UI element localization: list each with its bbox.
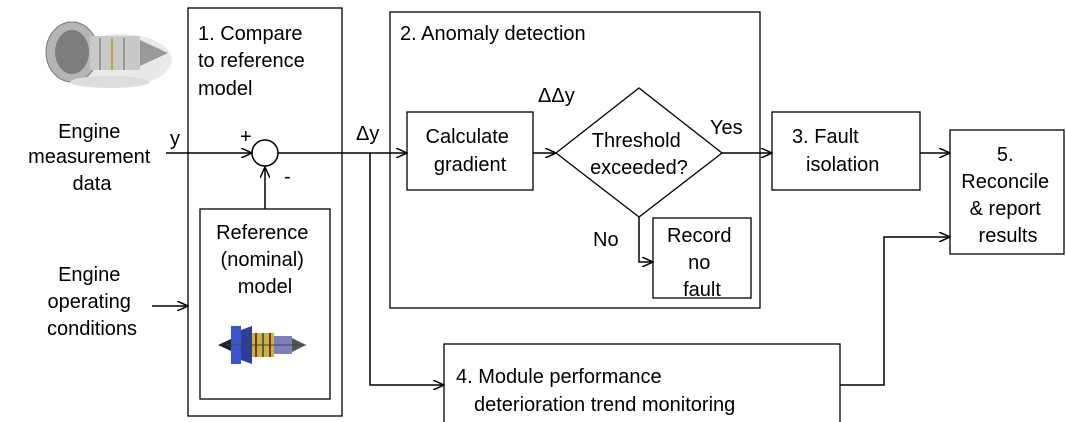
gradient-line-1: Calculate: [426, 126, 509, 148]
engine-measurement-label: Engine measurement data: [28, 121, 156, 195]
reconcile-line-1: 5.: [997, 144, 1014, 166]
trend-line-2: deterioration trend monitoring: [474, 394, 735, 416]
reconcile-line-3: & report: [970, 198, 1042, 220]
minus-sign: -: [284, 166, 291, 188]
gradient-line-2: gradient: [434, 154, 507, 176]
arrow-no-to-record: [638, 217, 653, 262]
reference-line-1: Reference: [216, 222, 308, 244]
no-label: No: [593, 229, 619, 251]
compare-title-line-1: 1. Compare: [198, 23, 303, 45]
record-line-2: no: [688, 252, 710, 274]
yes-label: Yes: [710, 117, 743, 139]
measurement-line-2: measurement: [28, 146, 151, 168]
engine-cutaway-icon: [218, 322, 306, 368]
trend-monitoring-label: 4. Module performance deterioration tren…: [456, 366, 735, 416]
plus-sign: +: [240, 126, 252, 148]
fault-isolation-label: 3. Fault isolation: [792, 126, 879, 176]
reference-line-3: model: [238, 276, 292, 298]
threshold-decision-label: Threshold exceeded?: [590, 130, 688, 179]
trend-line-1: 4. Module performance: [456, 366, 662, 388]
decision-line-1: Threshold: [592, 130, 681, 152]
reference-line-2: (nominal): [221, 249, 304, 271]
operating-line-1: Engine: [58, 264, 120, 286]
connectors: [152, 153, 950, 385]
anomaly-detection-title: 2. Anomaly detection: [400, 23, 586, 45]
compare-title-line-2: to reference: [198, 50, 305, 72]
record-no-fault-box: [652, 217, 752, 299]
summing-junction: [251, 139, 279, 167]
fault-isolation-line-1: 3. Fault: [792, 126, 859, 148]
record-line-3: fault: [683, 279, 721, 301]
reconcile-line-4: results: [979, 225, 1038, 247]
jet-engine-icon: [45, 21, 172, 88]
trend-monitoring-box: [443, 343, 841, 422]
measurement-line-1: Engine: [58, 121, 120, 143]
calculate-gradient-box: [406, 111, 534, 191]
measurement-line-3: data: [73, 173, 113, 195]
reference-model-label: Reference (nominal) model: [216, 222, 314, 298]
decision-line-2: exceeded?: [590, 157, 688, 179]
y-signal-label: y: [170, 128, 180, 150]
compare-stage-title: 1. Compare to reference model: [198, 23, 310, 100]
record-no-fault-label: Record no fault: [667, 225, 737, 301]
arrow-trend-to-reconcile: [840, 237, 950, 386]
engine-operating-label: Engine operating conditions: [47, 264, 137, 340]
delta-delta-y-label: ΔΔy: [538, 85, 575, 107]
reconcile-line-2: Reconcile: [961, 171, 1049, 193]
operating-line-2: operating: [48, 291, 131, 313]
fault-isolation-box: [771, 111, 921, 191]
fault-isolation-line-2: isolation: [806, 154, 879, 176]
calculate-gradient-label: Calculate gradient: [426, 126, 515, 176]
compare-title-line-3: model: [198, 78, 252, 100]
delta-y-label: Δy: [356, 123, 379, 145]
operating-line-3: conditions: [47, 318, 137, 340]
record-line-1: Record: [667, 225, 731, 247]
reconcile-report-label: 5. Reconcile & report results: [961, 144, 1054, 247]
arrow-delta-y-to-trend: [369, 153, 444, 385]
reconcile-report-box: [949, 129, 1065, 255]
